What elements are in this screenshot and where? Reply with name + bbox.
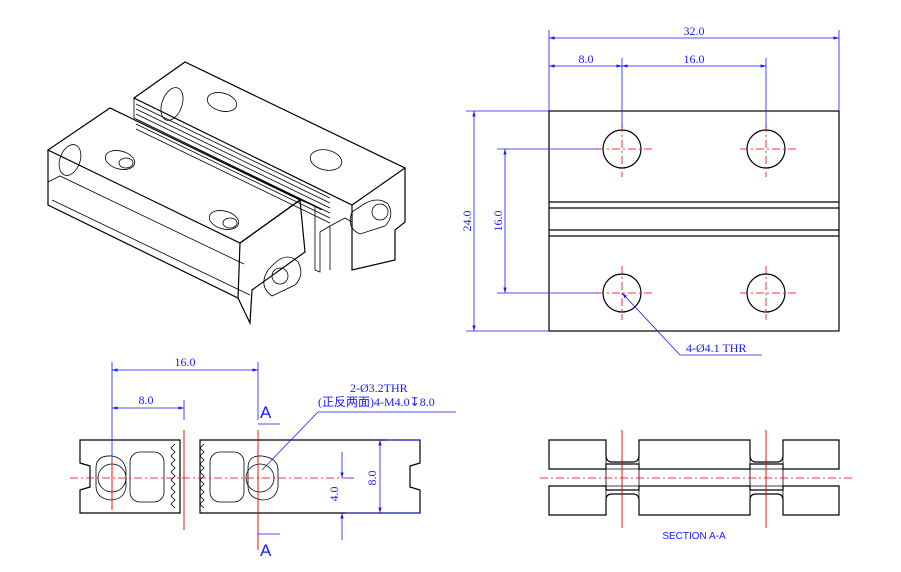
end-callout-1: 2-Ø3.2THR [350,381,408,395]
section-mark-top: A [260,403,272,422]
isometric-view [46,61,407,326]
section-mark-bottom: A [260,541,272,560]
end-dim-height: 8.0 [365,471,379,486]
hole-top-left [596,124,652,177]
end-view: 16.0 8.0 2-Ø3.2THR (正反两面)4-M4.0↧8.0 A A … [70,355,456,560]
hole-top-right [740,124,798,177]
dim-hole-pitch-y: 16.0 [491,211,505,232]
dim-hole-pitch-x: 16.0 [684,52,705,66]
fins [133,98,353,273]
top-view: 32.0 8.0 16.0 24.0 16.0 4-Ø4.1 THR [460,24,840,356]
end-dim-half-height: 4.0 [327,487,341,502]
end-dim-width: 16.0 [175,355,196,369]
dim-hole-offset: 8.0 [579,52,594,66]
hole-bottom-left [596,266,652,320]
end-dim-offset: 8.0 [139,393,154,407]
hole-bottom-right [740,266,798,320]
section-view: SECTION A-A [540,430,852,542]
dim-overall-width: 32.0 [684,24,705,38]
dim-overall-height: 24.0 [460,211,474,232]
end-callout-2: (正反两面)4-M4.0↧8.0 [318,395,435,409]
hole-callout: 4-Ø4.1 THR [686,341,746,355]
section-label: SECTION A-A [662,531,726,542]
